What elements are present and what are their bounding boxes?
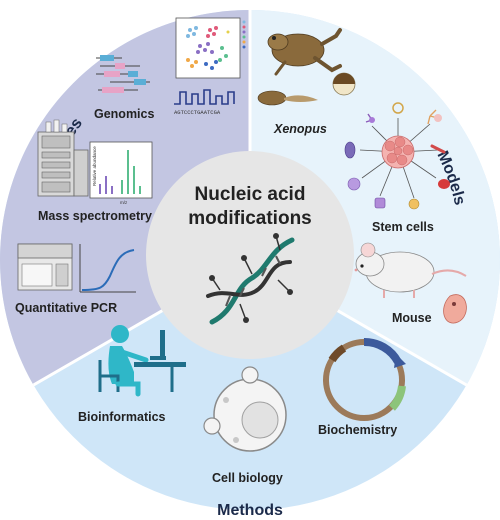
frog-egg-icon: [332, 72, 356, 96]
ms-ylabel: Relative abundance: [92, 146, 97, 186]
label-quantitative-pcr: Quantitative PCR: [15, 301, 117, 315]
section-label-methods: Methods: [217, 502, 283, 519]
tsne-plot-icon: [175, 17, 246, 79]
mass-spectrometer-icon: [37, 119, 89, 197]
bioinformatics-workstation-icon: [98, 325, 186, 397]
cell-icon: [203, 366, 287, 452]
amplification-curve-icon: [79, 244, 136, 293]
mouse-icon: [354, 242, 467, 298]
label-stem-cells: Stem cells: [372, 220, 434, 234]
frog-icon: [267, 28, 342, 76]
label-xenopus: Xenopus: [273, 122, 327, 136]
center-title-line1: Nucleic acid: [195, 184, 306, 205]
label-mouse: Mouse: [392, 311, 432, 325]
stem-cell-cluster-icon: [359, 118, 439, 199]
mass-spectrum-plot-icon: [89, 141, 153, 199]
label-bioinformatics: Bioinformatics: [78, 410, 166, 424]
center-title-line2: modifications: [188, 208, 312, 229]
plasmid-icon: [323, 337, 406, 421]
label-genomics: Genomics: [94, 107, 154, 121]
label-cell-biology: Cell biology: [212, 471, 283, 485]
sequencing-reads-icon: [96, 55, 150, 93]
differentiated-cells-icon: [344, 102, 450, 210]
dna-helix-icon: [206, 233, 295, 325]
label-mass-spectrometry: Mass spectrometry: [38, 209, 152, 223]
pcr-machine-icon: [17, 243, 73, 291]
sequencing-trace-icon: [174, 89, 235, 105]
label-biochemistry: Biochemistry: [318, 423, 397, 437]
sequence-text: AGTCCCTGAATCGA: [174, 109, 221, 116]
center-circle: [146, 151, 354, 359]
mouse-embryo-icon: [443, 294, 467, 324]
ms-xlabel: m/z: [120, 200, 128, 205]
tadpole-icon: [257, 90, 318, 106]
